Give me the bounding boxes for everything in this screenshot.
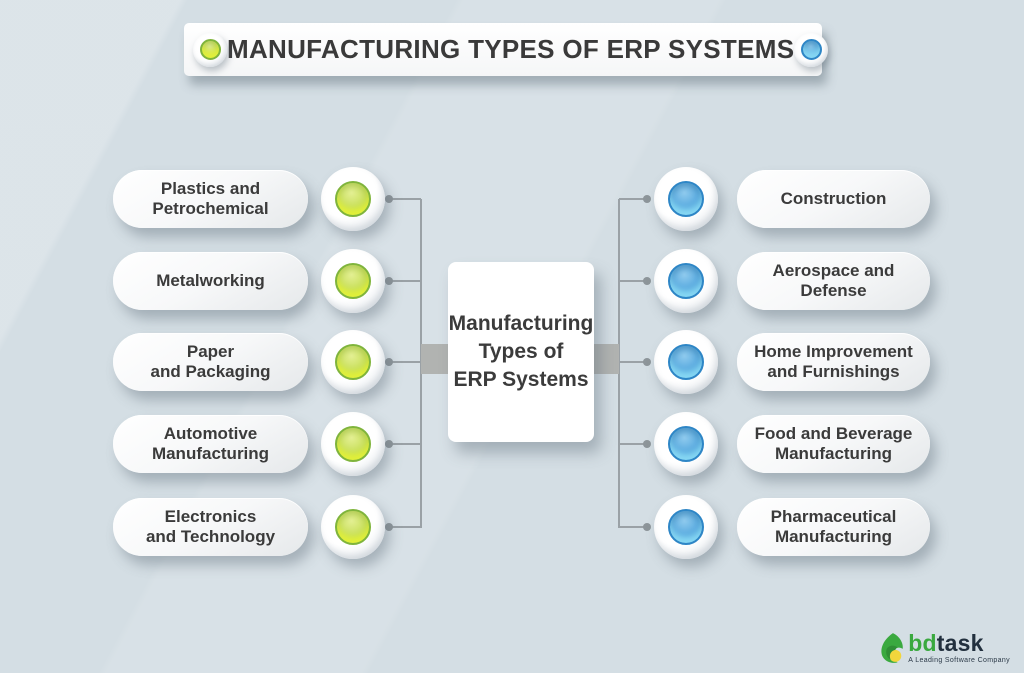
green-dot-icon xyxy=(193,32,227,67)
logo-wordmark: bdtask A Leading Software Company xyxy=(908,632,1010,665)
connector-dot xyxy=(643,195,651,203)
item-label: Pharmaceutical Manufacturing xyxy=(770,506,897,546)
blue-bullet-icon xyxy=(654,249,718,313)
item-aerospace-and-defense: Aerospace and Defense xyxy=(737,252,930,310)
item-label: Automotive Manufacturing xyxy=(151,423,270,463)
right-bracket-line xyxy=(618,199,620,528)
item-label: Construction xyxy=(780,188,887,208)
green-core xyxy=(335,263,371,299)
page-title: MANUFACTURING TYPES OF ERP SYSTEMS xyxy=(227,34,795,64)
connector-hline xyxy=(389,361,421,363)
green-bullet-icon xyxy=(321,412,385,476)
item-label: Paper and Packaging xyxy=(150,341,271,381)
logo-brand: bdtask xyxy=(908,632,983,655)
logo-brand-suffix: task xyxy=(936,630,984,656)
item-paper-and-packaging: Paper and Packaging xyxy=(113,333,308,391)
connector-hline xyxy=(389,198,421,200)
green-core xyxy=(335,344,371,380)
blue-bullet-icon xyxy=(654,330,718,394)
blue-dot-icon xyxy=(794,32,829,67)
item-electronics-and-technology: Electronics and Technology xyxy=(113,498,308,556)
green-core xyxy=(335,181,371,217)
connector-hline xyxy=(619,526,647,528)
blue-bullet-icon xyxy=(654,167,718,231)
connector-dot xyxy=(385,523,393,531)
item-pharmaceutical-manufacturing: Pharmaceutical Manufacturing xyxy=(737,498,930,556)
item-label: Aerospace and Defense xyxy=(772,260,895,300)
connector-hline xyxy=(619,361,647,363)
green-dot-core xyxy=(199,39,221,60)
logo-tagline: A Leading Software Company xyxy=(908,657,1010,664)
title-banner: MANUFACTURING TYPES OF ERP SYSTEMS xyxy=(184,23,829,76)
item-label: Food and Beverage Manufacturing xyxy=(754,423,913,463)
logo-brand-prefix: bd xyxy=(908,630,937,656)
item-label: Electronics and Technology xyxy=(145,506,276,546)
connector-dot xyxy=(385,277,393,285)
green-bullet-icon xyxy=(321,167,385,231)
blue-bullet-icon xyxy=(654,412,718,476)
blue-bullet-icon xyxy=(654,495,718,559)
green-bullet-icon xyxy=(321,330,385,394)
connector-hline xyxy=(619,198,647,200)
bdtask-logo: bdtask A Leading Software Company xyxy=(879,632,1010,664)
item-plastics-and-petrochemical: Plastics and Petrochemical xyxy=(113,170,308,228)
connector-hline xyxy=(619,280,647,282)
connector-dot xyxy=(385,195,393,203)
blue-core xyxy=(668,263,704,299)
item-label: Home Improvement and Furnishings xyxy=(754,341,913,381)
connector-hline xyxy=(389,443,421,445)
item-label: Metalworking xyxy=(156,270,265,290)
connector-dot xyxy=(385,440,393,448)
item-automotive-manufacturing: Automotive Manufacturing xyxy=(113,415,308,473)
connector-dot xyxy=(643,358,651,366)
blue-core xyxy=(668,344,704,380)
connector-dot xyxy=(643,277,651,285)
blue-core xyxy=(668,509,704,545)
blue-core xyxy=(668,426,704,462)
connector-dot xyxy=(643,440,651,448)
item-home-improvement-and-furnishings: Home Improvement and Furnishings xyxy=(737,333,930,391)
connector-hline xyxy=(619,443,647,445)
blue-dot-core xyxy=(800,39,822,60)
item-construction: Construction xyxy=(737,170,930,228)
item-label: Plastics and Petrochemical xyxy=(152,178,269,218)
connector-dot xyxy=(385,358,393,366)
connector-hline xyxy=(389,280,421,282)
green-bullet-icon xyxy=(321,495,385,559)
green-bullet-icon xyxy=(321,249,385,313)
logo-flame-icon xyxy=(881,633,904,663)
center-node-label: Manufacturing Types of ERP Systems xyxy=(448,312,594,391)
green-core xyxy=(335,509,371,545)
blue-core xyxy=(668,181,704,217)
connector-dot xyxy=(643,523,651,531)
connector-hline xyxy=(389,526,421,528)
item-food-and-beverage-manufacturing: Food and Beverage Manufacturing xyxy=(737,415,930,473)
green-core xyxy=(335,426,371,462)
item-metalworking: Metalworking xyxy=(113,252,308,310)
center-node: Manufacturing Types of ERP Systems xyxy=(448,262,594,442)
